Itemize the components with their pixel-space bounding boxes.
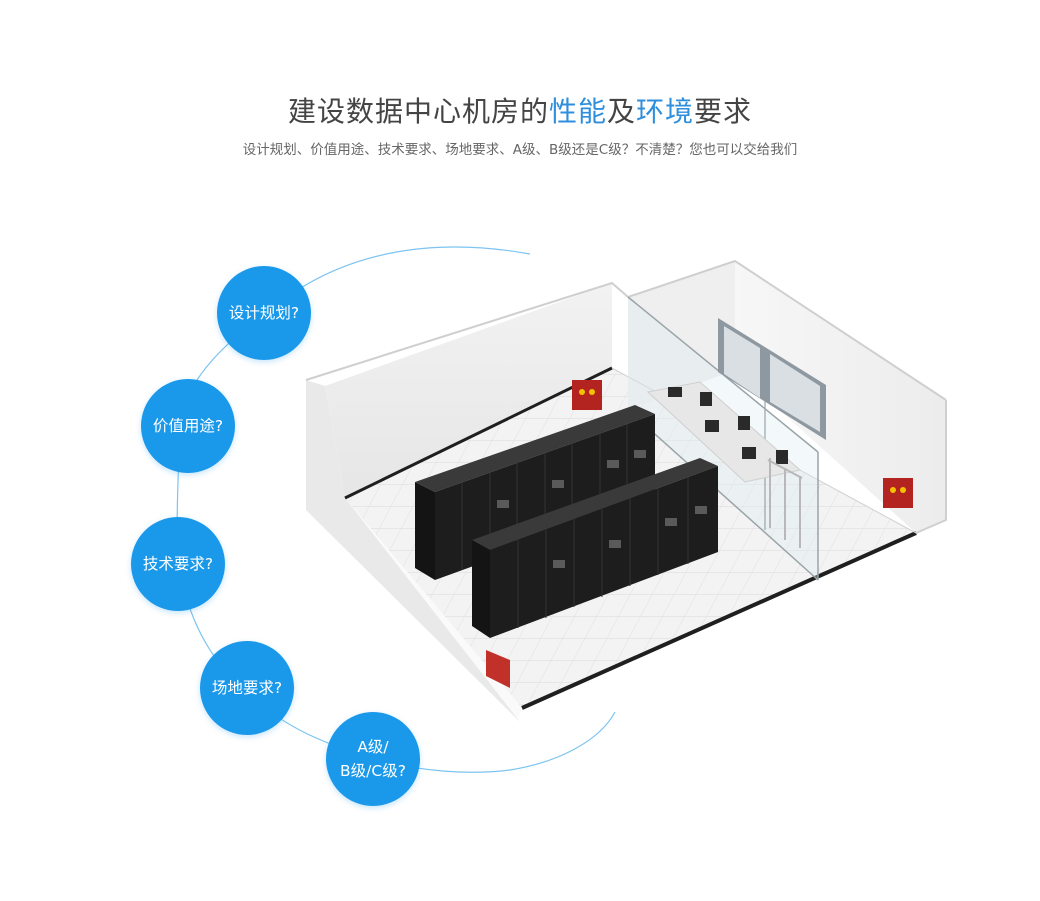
bubble-site-requirements[interactable]: 场地要求? (200, 641, 294, 735)
fire-box-front (486, 650, 510, 688)
bubble-value-usage[interactable]: 价值用途? (141, 379, 235, 473)
page-subtitle: 设计规划、价值用途、技术要求、场地要求、A级、B级还是C级？不清楚？您也可以交给… (242, 142, 798, 158)
bubble-value-usage-label: 价值用途? (152, 417, 224, 435)
title-part-3: 要求 (694, 95, 753, 128)
page-title: 建设数据中心机房的性能及环境要求 (0, 92, 1040, 132)
title-part-1: 建设数据中心机房的 (287, 95, 549, 128)
bubble-site-requirements-label: 场地要求? (211, 679, 283, 697)
title-part-2: 及 (606, 95, 636, 128)
office-desk (646, 381, 802, 483)
bubble-design-planning[interactable]: 设计规划? (217, 266, 311, 360)
bubble-technical-requirements[interactable]: 技术要求? (131, 517, 225, 611)
bubble-grade-abc-line-2: B级/C级? (340, 762, 406, 780)
bubble-design-planning-label: 设计规划? (228, 304, 300, 322)
server-rack-row-2 (472, 458, 718, 638)
title-highlight-performance: 性能 (548, 95, 607, 128)
bubble-grade-abc-label: A级/ B级/C级? (340, 735, 406, 783)
bubble-technical-requirements-label: 技术要求? (142, 555, 214, 573)
fire-box-back (572, 380, 602, 410)
bubble-grade-abc-line-1: A级/ (357, 738, 389, 756)
back-wall-office (628, 261, 735, 410)
back-wall-main (325, 283, 612, 498)
right-wall-office (735, 261, 946, 533)
title-highlight-environment: 环境 (636, 95, 695, 128)
fire-box-right (883, 478, 913, 508)
turnstile (767, 458, 803, 548)
front-wall-edge (306, 380, 520, 722)
bubble-grade-abc[interactable]: A级/ B级/C级? (326, 712, 420, 806)
